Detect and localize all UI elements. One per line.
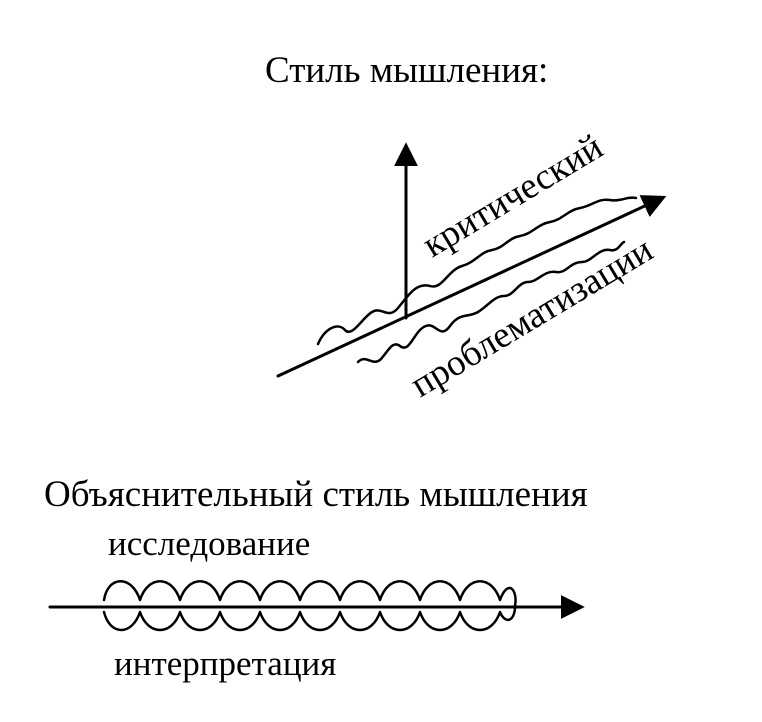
label-research: исследование (108, 524, 310, 563)
interpretation-wave (102, 606, 517, 632)
label-interpretation: интерпретация (114, 644, 336, 683)
problematization-wave (356, 240, 626, 364)
critical-wave (316, 196, 638, 346)
bottom-title: Объяснительный стиль мышления (44, 474, 588, 515)
diagonal-axis-arrow (276, 195, 667, 378)
research-wave (102, 580, 517, 608)
label-critical: критический (416, 126, 610, 265)
top-title: Стиль мышления: (265, 50, 548, 91)
